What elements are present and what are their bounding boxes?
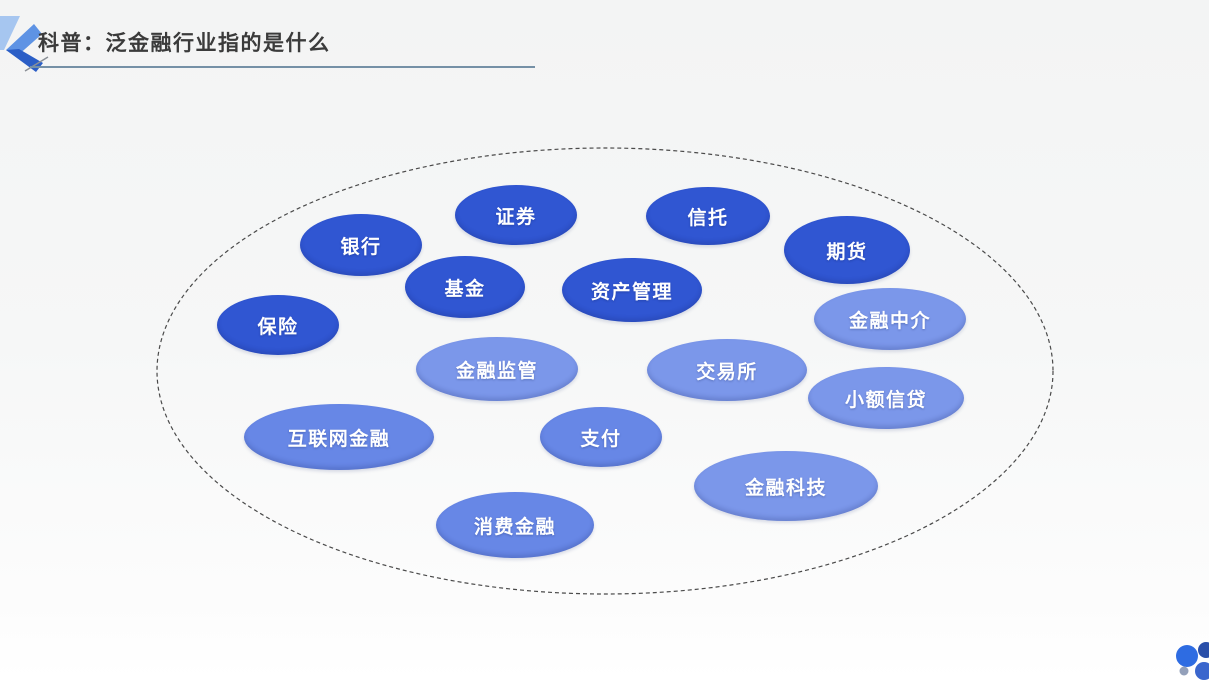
industry-bubble-label: 金融中介 xyxy=(848,310,931,332)
industry-bubble-label: 期货 xyxy=(826,241,868,263)
industry-bubble: 金融监管 xyxy=(416,337,578,401)
industry-bubble-label: 证券 xyxy=(495,206,537,228)
industry-bubble: 小额信贷 xyxy=(808,367,964,429)
industry-bubble-label: 小额信贷 xyxy=(844,389,927,411)
page-title: 科普：泛金融行业指的是什么 xyxy=(38,32,331,55)
industry-bubble-label: 交易所 xyxy=(696,361,758,383)
industry-bubble: 期货 xyxy=(784,216,910,284)
industry-bubble-label: 资产管理 xyxy=(590,281,673,303)
logo-dot-bright xyxy=(1176,645,1198,667)
industry-bubble: 信托 xyxy=(646,187,770,245)
industry-bubble-label: 消费金融 xyxy=(473,516,556,538)
industry-bubble-label: 基金 xyxy=(444,278,486,300)
industry-bubble: 资产管理 xyxy=(562,258,702,322)
industry-bubble-label: 支付 xyxy=(580,428,622,450)
industry-bubble: 互联网金融 xyxy=(244,404,434,470)
logo-dot-gray xyxy=(1179,666,1189,676)
industry-bubble: 金融科技 xyxy=(694,451,878,521)
dots-logo-icon xyxy=(1176,642,1209,680)
industry-bubble-label: 银行 xyxy=(340,236,382,258)
industry-bubble-label: 金融监管 xyxy=(455,360,538,382)
industry-bubble-label: 金融科技 xyxy=(744,477,827,499)
industry-bubble: 保险 xyxy=(217,295,339,355)
logo-dot-mid xyxy=(1195,662,1209,680)
industry-bubble-label: 保险 xyxy=(257,316,299,338)
industry-bubble-label: 互联网金融 xyxy=(287,428,391,450)
industry-bubble: 证券 xyxy=(455,185,577,245)
industry-bubble: 支付 xyxy=(540,407,662,467)
logo-dot-navy xyxy=(1198,642,1209,658)
industry-bubble: 交易所 xyxy=(647,339,807,401)
industry-bubble: 金融中介 xyxy=(814,288,966,350)
industry-bubble: 银行 xyxy=(300,214,422,276)
industry-bubble-label: 信托 xyxy=(687,207,729,229)
industry-bubble: 基金 xyxy=(405,256,525,318)
industry-bubble: 消费金融 xyxy=(436,492,594,558)
title-underline xyxy=(30,66,535,68)
